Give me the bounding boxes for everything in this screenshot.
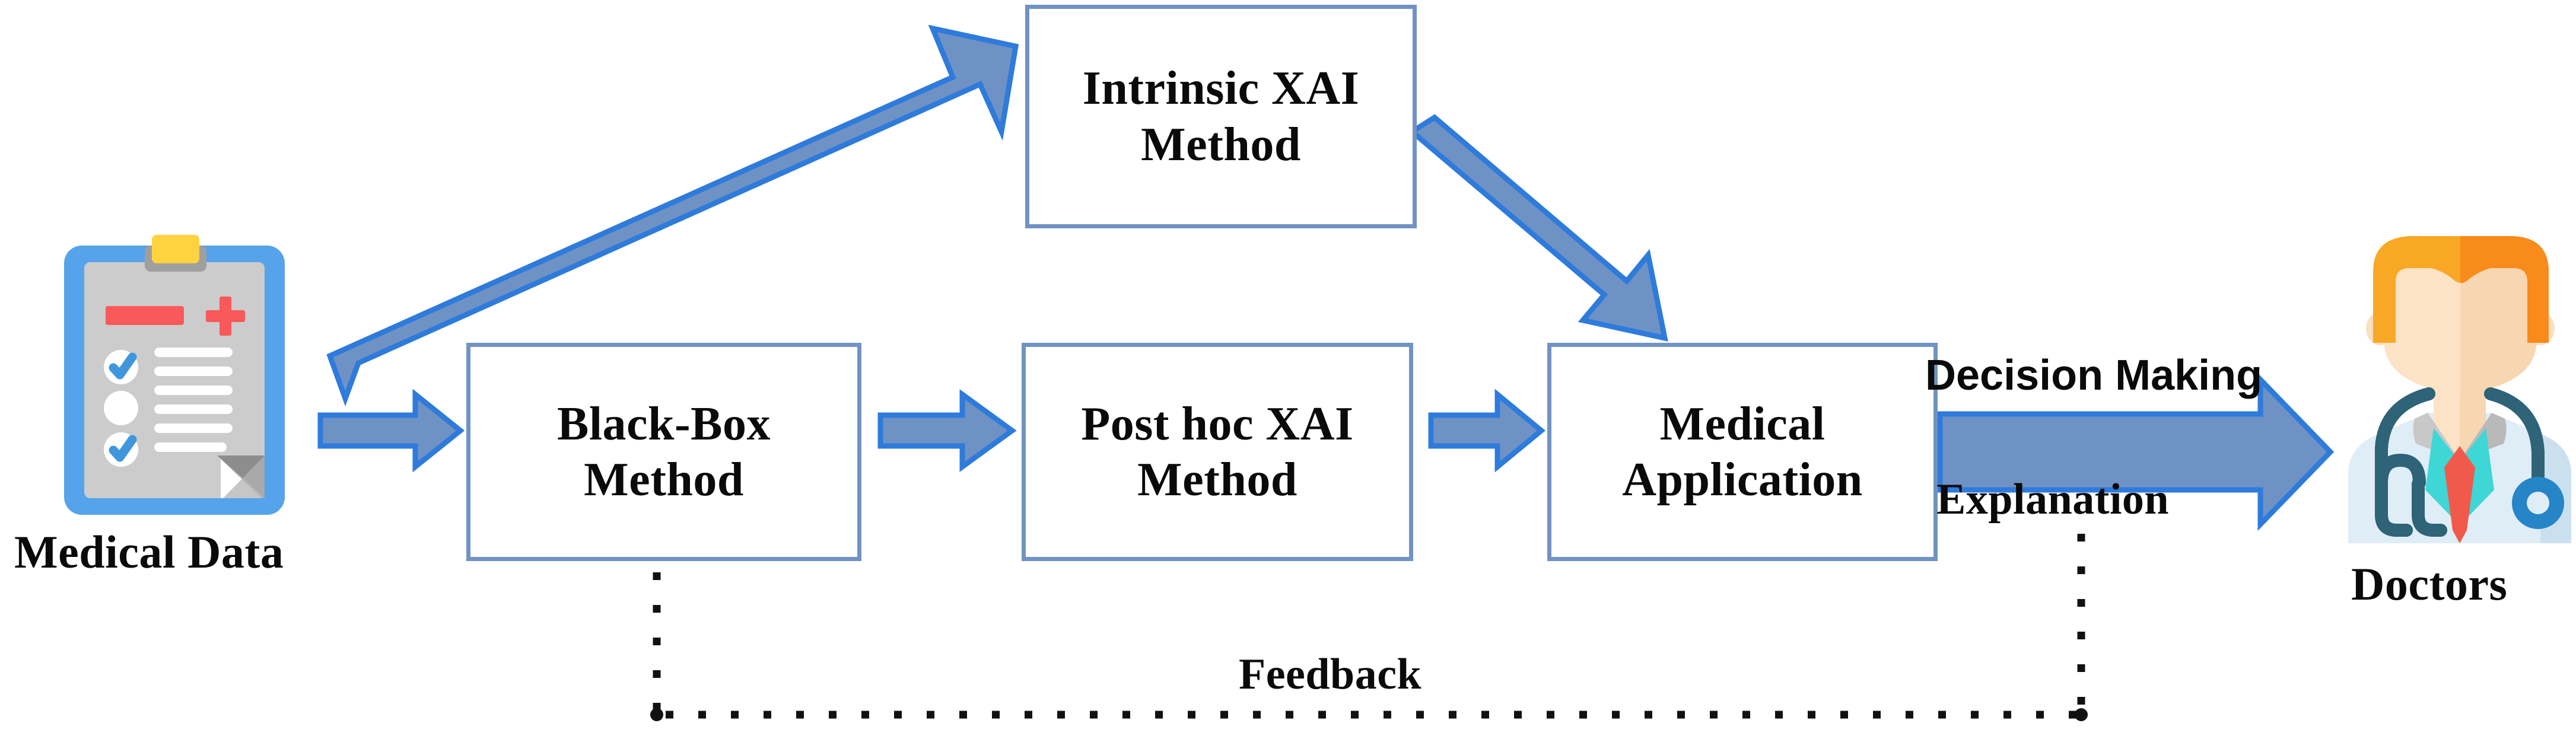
node-label: Medical Application: [1622, 397, 1863, 506]
edge-label-explanation: Explanation: [1936, 475, 2170, 524]
arrow-medicaldata-to-blackbox: [317, 388, 465, 473]
arrow-intrinsic-to-medicalapp: [1407, 114, 1668, 342]
arrow-blackbox-to-posthoc: [877, 389, 1017, 472]
doctor-avatar-icon: [2348, 236, 2571, 543]
label-medical-data: Medical Data: [14, 526, 284, 578]
feedback-dotted-path: [650, 534, 2088, 721]
arrow-posthoc-to-medicalapp: [1428, 388, 1546, 473]
node-black-box-method[interactable]: Black-Box Method: [466, 343, 861, 561]
edge-label-decision-making: Decision Making: [1925, 352, 2263, 399]
node-medical-application[interactable]: Medical Application: [1547, 343, 1938, 561]
medical-clipboard-icon: [64, 235, 285, 515]
label-doctors: Doctors: [2351, 558, 2508, 610]
node-post-hoc-xai-method[interactable]: Post hoc XAI Method: [1022, 343, 1413, 561]
node-intrinsic-xai-method[interactable]: Intrinsic XAI Method: [1025, 5, 1417, 228]
arrow-medicalapp-to-doctors: [1937, 372, 2335, 531]
arrow-medicaldata-to-intrinsic: [326, 24, 1019, 407]
node-label: Black-Box Method: [556, 397, 771, 506]
edge-label-feedback: Feedback: [1239, 650, 1422, 699]
node-label: Post hoc XAI Method: [1081, 397, 1354, 506]
node-label: Intrinsic XAI Method: [1082, 62, 1360, 171]
